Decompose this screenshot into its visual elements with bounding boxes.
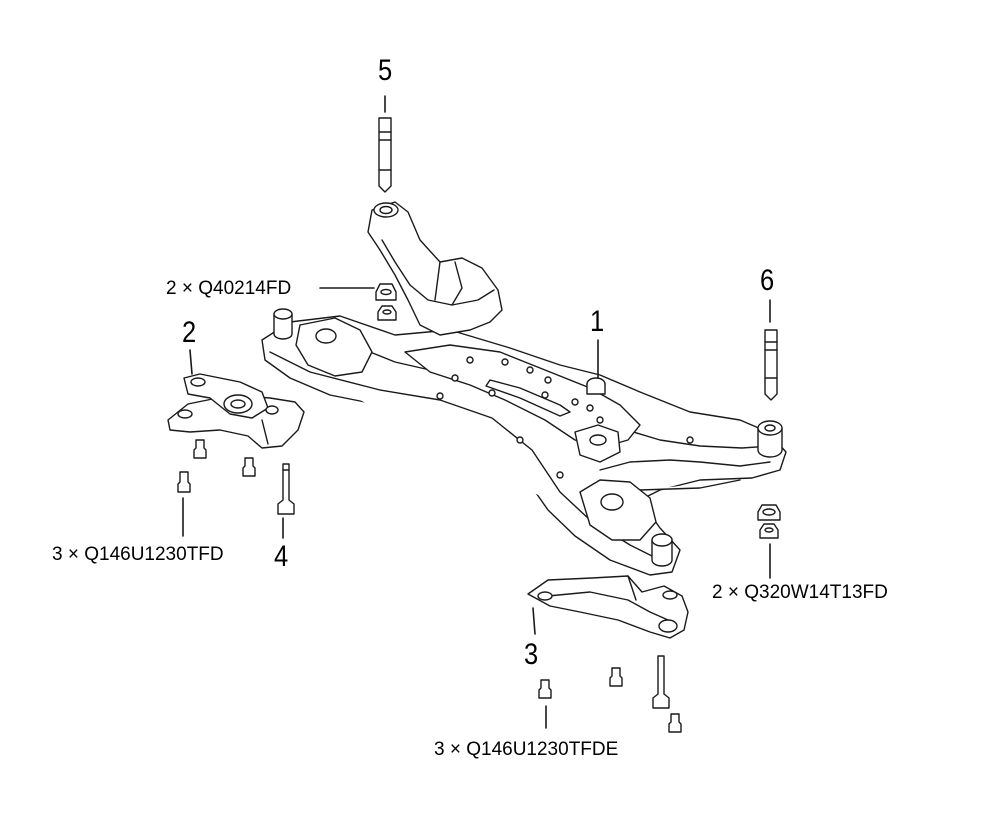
nut-q40214fd	[375, 283, 397, 321]
label-q146u1230tfde: 3 × Q146U1230TFDE	[434, 739, 619, 760]
label-q320w14t13fd: 2 × Q320W14T13FD	[712, 582, 888, 603]
callout-3: 3	[524, 638, 539, 671]
callout-4: 4	[274, 540, 289, 573]
label-q40214fd: 2 × Q40214FD	[166, 278, 292, 299]
callout-5: 5	[378, 54, 393, 87]
callout-6: 6	[760, 264, 775, 297]
bolt-q146u1230tfde	[538, 655, 682, 733]
bolt-part-4	[277, 463, 295, 515]
subframe-part-1	[261, 308, 787, 576]
mount-bracket-part-2	[167, 373, 305, 449]
upper-mount-bracket	[367, 201, 503, 336]
nut-q320w14t13fd	[757, 504, 781, 539]
bolt-q146u1230tfd	[177, 439, 256, 493]
leader-lines	[182, 95, 771, 729]
mount-bracket-part-3	[527, 575, 689, 639]
stud-part-6	[764, 329, 778, 401]
label-q146u1230tfd: 3 × Q146U1230TFD	[52, 544, 224, 565]
stud-part-5	[378, 117, 392, 193]
callout-2: 2	[182, 316, 197, 349]
callout-1: 1	[590, 305, 605, 338]
